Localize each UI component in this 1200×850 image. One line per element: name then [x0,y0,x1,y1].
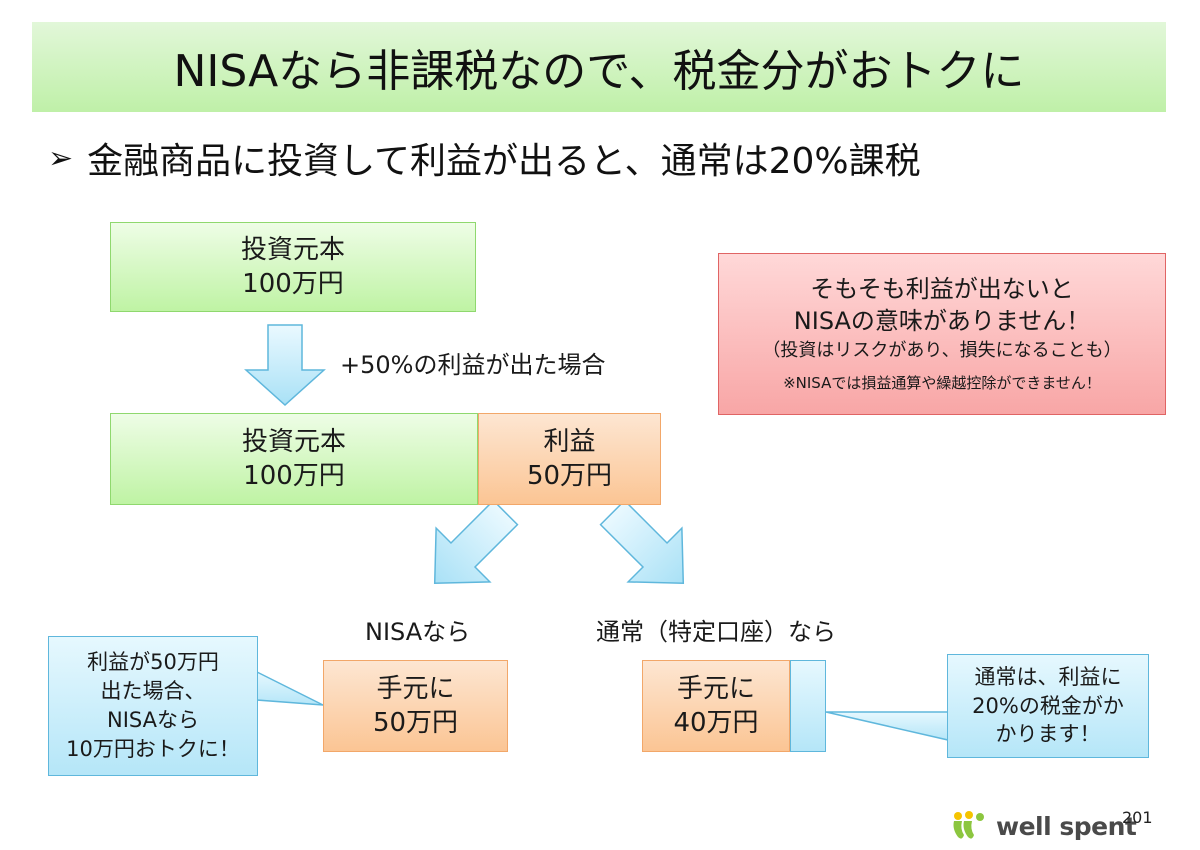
tax-portion-box [790,660,826,752]
nisa-result-amount: 50万円 [372,708,459,738]
growth-label: +50%の利益が出た場合 [340,351,606,379]
logo-mark-icon [953,811,984,839]
profit-box-amount: 50万円 [526,461,613,491]
principal-box-after-label: 投資元本 [241,426,346,457]
warning-line-1: そもそも利益が出ないと [810,275,1074,304]
principal-box-after: 投資元本 100万円 [110,413,478,505]
logo-text: well spent [996,811,1137,841]
callout-right-tail [825,711,949,741]
bullet-point: ➢ 金融商品に投資して利益が出ると、通常は20%課税 [48,128,921,188]
warning-note: ※NISAでは損益通算や繰越控除ができません！ [783,374,1101,393]
nisa-result-box: 手元に 50万円 [323,660,508,752]
slide-title-text: NISAなら非課税なので、税金分がおトクに [173,46,1025,97]
callout-right-line-1: 通常は、利益に [974,664,1122,689]
warning-line-2: NISAの意味がありません！ [793,306,1091,335]
normal-result-label: 手元に [676,673,755,704]
callout-left: 利益が50万円 出た場合、 NISAなら 10万円おトクに！ [48,636,258,776]
callout-left-line-3: NISAなら [107,708,199,732]
bullet-text: 金融商品に投資して利益が出ると、通常は20%課税 [87,141,921,182]
warning-line-3: （投資はリスクがあり、損失になることも） [762,339,1122,361]
callout-left-line-2: 出た場合、 [100,679,206,704]
principal-box-after-amount: 100万円 [243,461,345,491]
callout-left-tail [256,670,324,706]
well-spent-logo: well spent [950,806,1137,846]
profit-box-label: 利益 [543,426,596,457]
slide-title: NISAなら非課税なので、税金分がおトクに [32,22,1166,112]
nisa-label: NISAなら [365,618,471,646]
callout-right-line-3: かります！ [995,722,1101,747]
profit-box: 利益 50万円 [478,413,661,505]
page-number: 201 [1122,808,1153,827]
principal-box-amount: 100万円 [242,269,344,299]
down-left-arrow-icon [433,499,519,585]
down-right-arrow-icon [599,499,685,585]
callout-left-line-4: 10万円おトクに！ [66,736,240,761]
normal-account-label: 通常（特定口座）なら [596,618,836,646]
principal-box: 投資元本 100万円 [110,222,476,312]
callout-left-line-1: 利益が50万円 [87,650,219,675]
normal-result-amount: 40万円 [673,708,759,738]
callout-right-line-2: 20%の税金がか [972,693,1124,718]
bullet-arrow-icon: ➢ [48,140,74,176]
down-arrow-icon [244,324,326,407]
principal-box-label: 投資元本 [240,234,345,265]
warning-box: そもそも利益が出ないと NISAの意味がありません！ （投資はリスクがあり、損失… [718,253,1166,415]
callout-right: 通常は、利益に 20%の税金がか かります！ [947,654,1149,758]
nisa-result-label: 手元に [376,673,455,704]
normal-result-box: 手元に 40万円 [642,660,790,752]
